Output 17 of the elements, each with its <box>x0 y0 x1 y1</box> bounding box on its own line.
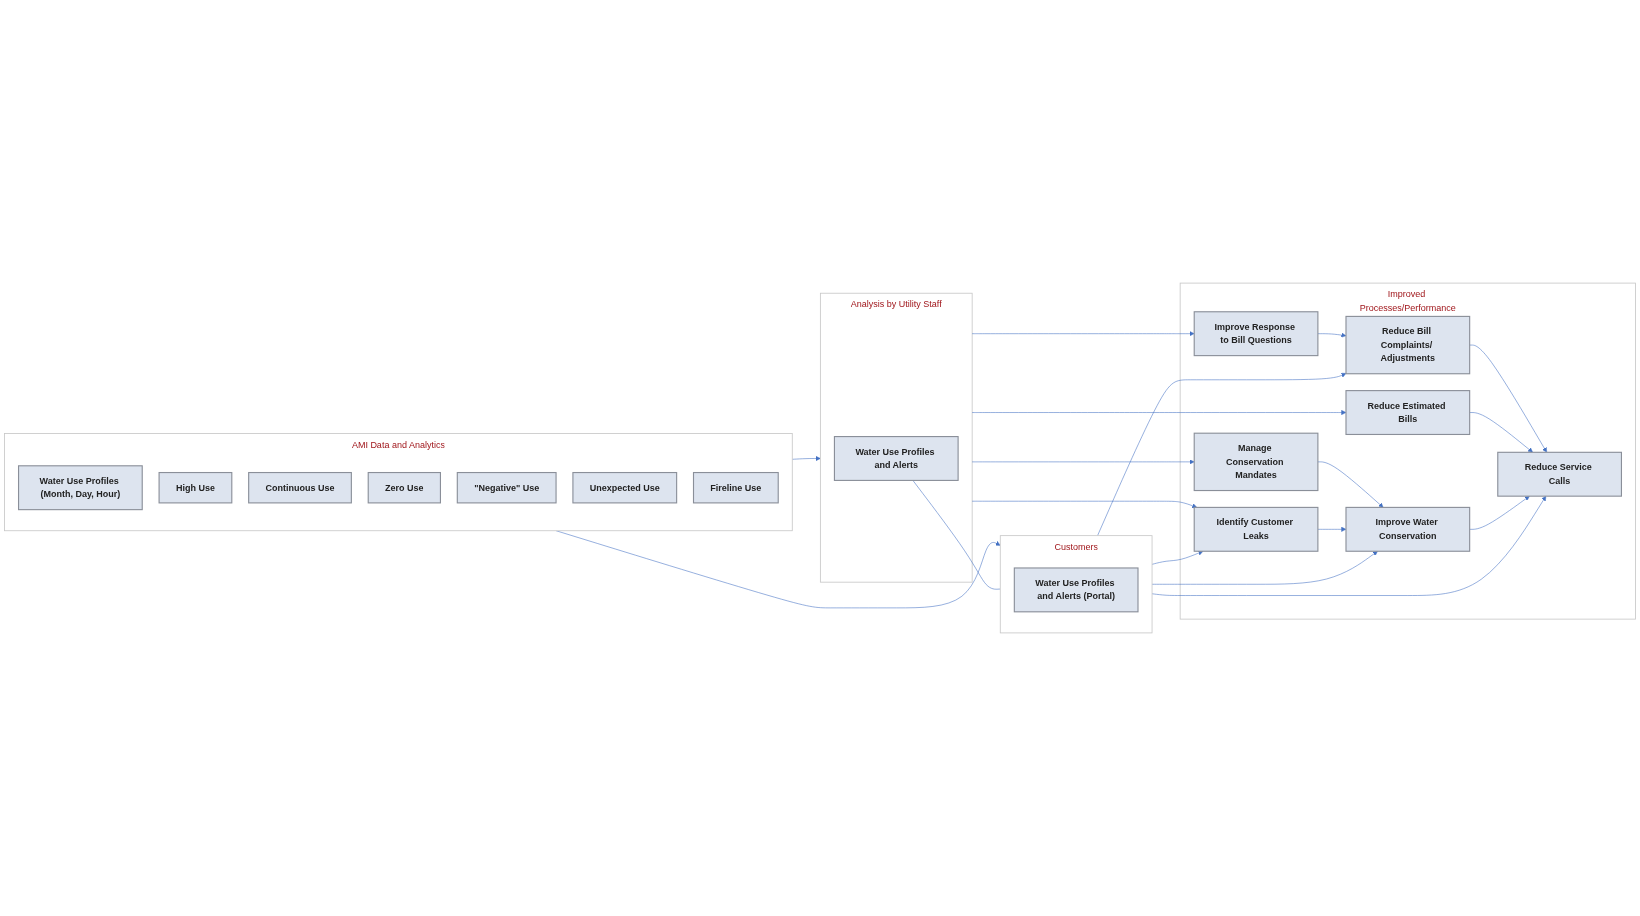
node-box: Manage Conservation Mandates <box>1193 432 1319 492</box>
node-box: Reduce Service Calls <box>1497 451 1622 497</box>
node-box: Water Use Profiles and Alerts <box>833 436 959 481</box>
node-box: Water Use Profiles (Month, Day, Hour) <box>18 465 143 511</box>
node-box: Zero Use <box>367 472 441 504</box>
node-box: Improve Response to Bill Questions <box>1193 311 1319 357</box>
node-box: Improve Water Conservation <box>1345 506 1471 552</box>
node-box: Reduce Bill Complaints/ Adjustments <box>1345 315 1471 375</box>
node-box: "Negative" Use <box>456 472 557 504</box>
connector <box>912 480 1001 590</box>
node-box: Identify Customer Leaks <box>1193 506 1319 552</box>
node-box: Continuous Use <box>248 472 352 504</box>
node-box: Reduce Estimated Bills <box>1345 390 1471 435</box>
node-box: High Use <box>158 472 233 504</box>
node-box: Water Use Profiles and Alerts (Portal) <box>1013 567 1139 613</box>
node-box: Unexpected Use <box>572 472 678 504</box>
node-box: Fireline Use <box>692 472 779 504</box>
